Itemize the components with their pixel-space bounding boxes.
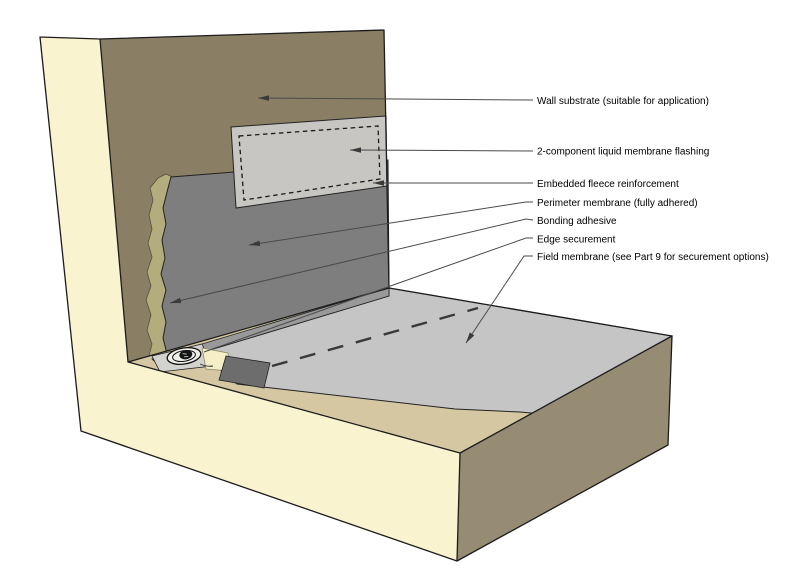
- slab-right-face: [457, 336, 672, 561]
- leader-bonding-adhesive: [169, 218, 534, 304]
- label-perimeter-membrane: Perimeter membrane (fully adhered): [537, 198, 698, 209]
- model-edges: [39, 29, 673, 562]
- leader-wall-substrate: [257, 95, 534, 101]
- leader-field-membrane: [465, 255, 533, 344]
- label-fleece: Embedded fleece reinforcement: [537, 179, 679, 190]
- screw-head-glint: [182, 353, 189, 358]
- leader-edge-securement: [203, 237, 533, 353]
- fastener-screw-head: [179, 350, 193, 360]
- label-field-membrane: Field membrane (see Part 9 for securemen…: [537, 252, 769, 263]
- wall-cut-side-face: [40, 37, 128, 431]
- leader-perimeter-membrane: [248, 201, 533, 247]
- label-liquid-flashing: 2-component liquid membrane flashing: [537, 147, 709, 158]
- slab-front-face: [81, 362, 460, 561]
- membrane-lap-seam-dashes: [271, 306, 479, 368]
- label-wall-substrate: Wall substrate (suitable for application…: [537, 96, 709, 107]
- embedded-fleece-dashed-outline: [238, 125, 381, 201]
- label-bonding-adhesive: Bonding adhesive: [537, 216, 617, 227]
- adhesive-dark-patch: [218, 355, 271, 389]
- leader-liquid-flashing: [349, 147, 534, 153]
- fastener-shadow: [199, 363, 214, 367]
- label-edge-securement: Edge securement: [537, 235, 616, 246]
- edge-securement-fastener: [166, 347, 202, 365]
